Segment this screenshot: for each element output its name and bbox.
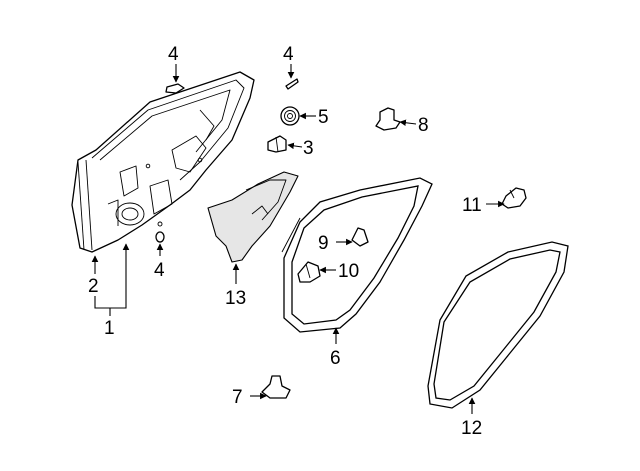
clip-part-9 — [351, 227, 369, 247]
door-shell-part — [71, 71, 255, 253]
callout-9: 9 — [318, 233, 329, 254]
callout-labels: 4 4 5 8 3 11 9 10 4 2 13 1 6 7 12 — [88, 44, 482, 439]
callout-11: 11 — [462, 195, 482, 216]
clip-part-7 — [261, 375, 291, 399]
tape-part — [285, 78, 299, 90]
callout-4-small: 4 — [154, 260, 165, 281]
callout-3: 3 — [303, 138, 314, 159]
leader-lines — [91, 64, 505, 414]
callout-8: 8 — [418, 115, 429, 136]
callout-5: 5 — [318, 107, 329, 128]
water-shield-part — [207, 171, 299, 263]
grommet-part — [280, 106, 300, 126]
callout-6: 6 — [330, 348, 341, 369]
plug-part-small — [155, 231, 165, 243]
clip-part-10 — [297, 261, 321, 283]
clip-part-11 — [501, 187, 527, 209]
plug-part-top — [165, 83, 185, 94]
callout-13: 13 — [225, 288, 246, 309]
bumper-part — [267, 135, 287, 153]
callout-10: 10 — [338, 261, 359, 282]
callout-4-top: 4 — [168, 44, 179, 65]
clip-part-8 — [375, 107, 401, 131]
callout-7: 7 — [232, 387, 243, 408]
callout-4-tape: 4 — [283, 44, 294, 65]
callout-1: 1 — [104, 318, 115, 339]
body-weatherstrip-part — [427, 241, 569, 409]
callout-2: 2 — [88, 276, 99, 297]
callout-12: 12 — [461, 418, 482, 439]
door-weatherstrip-part — [281, 177, 433, 333]
